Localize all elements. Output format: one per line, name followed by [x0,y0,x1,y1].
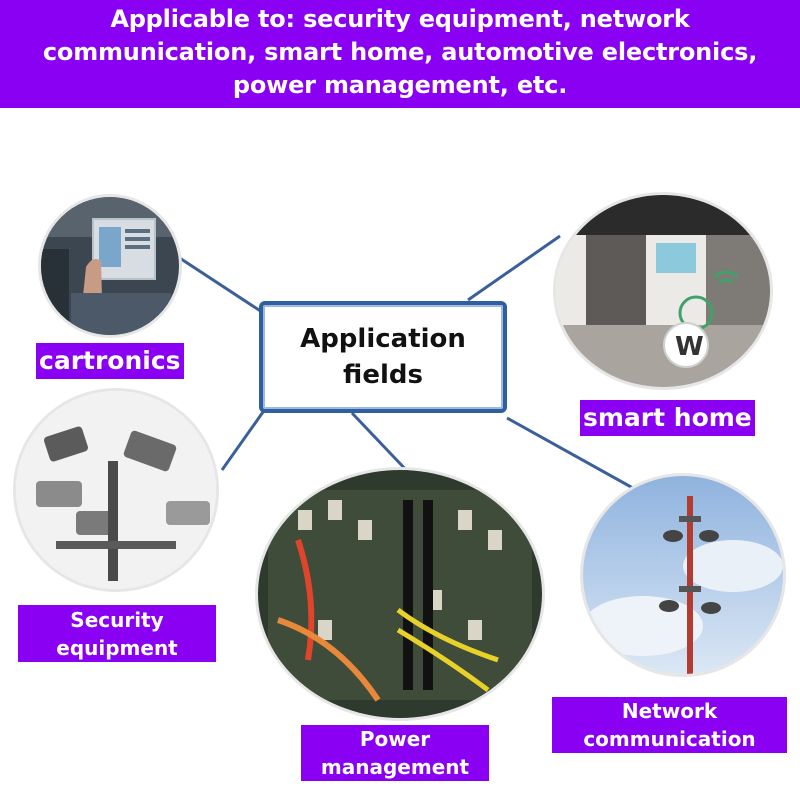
security-equipment-photo [16,391,216,589]
network-communication-photo [583,476,783,674]
smart-home-photo: W [556,195,770,387]
security-equipment-label: Security equipment [18,605,216,662]
smart-home-label: smart home [580,400,755,436]
application-fields-box: Application fields [259,301,507,413]
connector-network [506,416,641,494]
power-management-photo [258,470,542,718]
network-communication-label: Network communication [552,697,787,753]
connector-power [350,411,412,476]
power-management-label: Power management [301,725,489,781]
cartronics-photo [41,197,179,335]
connector-smart-home [467,234,561,302]
cartronics-label: cartronics [36,343,184,379]
connector-security [220,411,265,471]
top-banner: Applicable to: security equipment, netwo… [0,0,800,108]
banner-text: Applicable to: security equipment, netwo… [42,5,758,99]
svg-text:W: W [675,332,704,362]
connector-cartronics [171,251,263,314]
center-title: Application fields [300,324,466,390]
